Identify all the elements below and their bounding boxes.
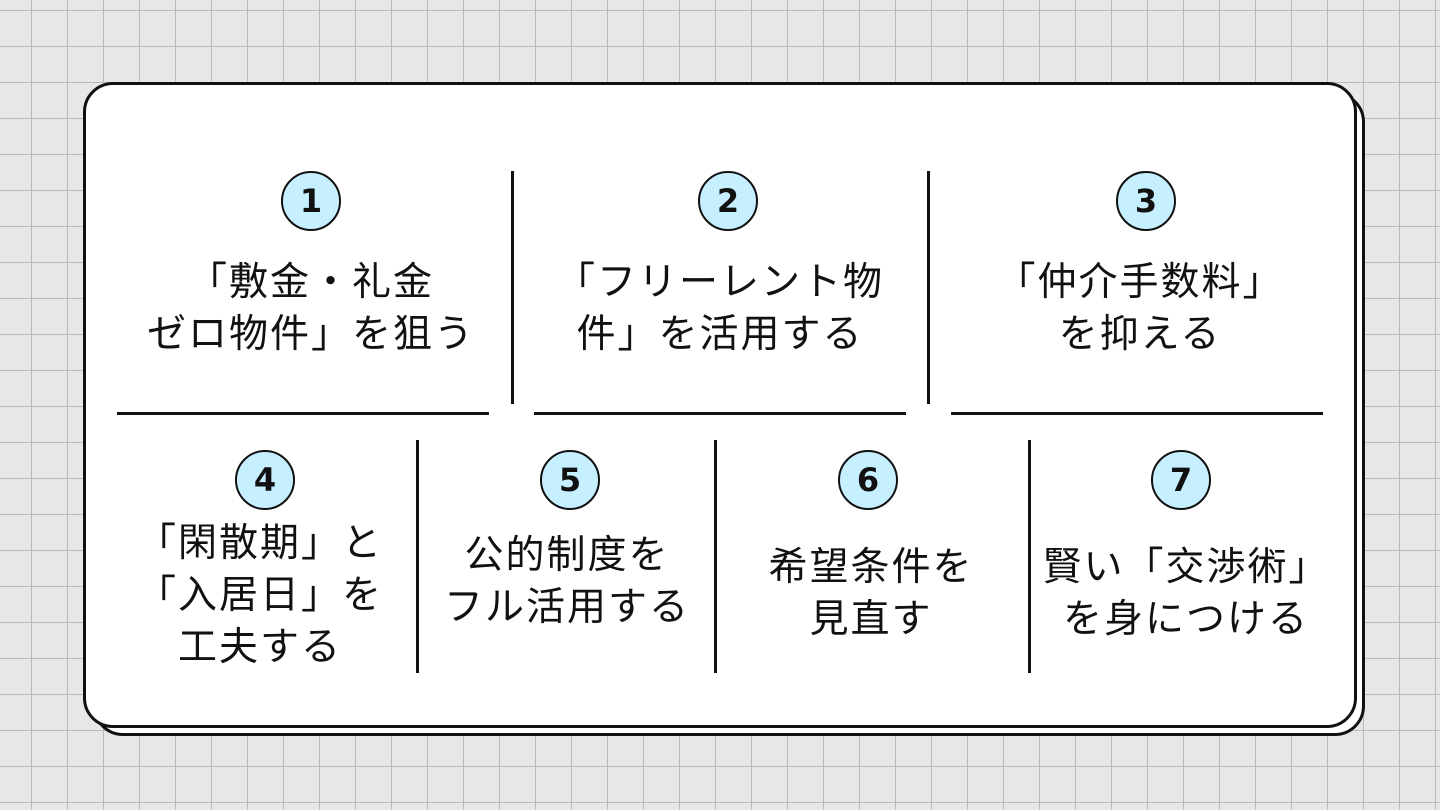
separator-3 <box>951 412 1323 415</box>
number-badge-5: 5 <box>540 450 600 510</box>
divider-top-1 <box>511 171 514 404</box>
divider-bottom-3 <box>1028 440 1031 673</box>
separator-1 <box>117 412 489 415</box>
number-badge-6: 6 <box>838 450 898 510</box>
item-label-1: 「敷金・礼金 ゼロ物件」を狙う <box>146 260 475 357</box>
item-label-6: 希望条件を 見直す <box>768 545 974 642</box>
number-badge-4: 4 <box>235 450 295 510</box>
separator-2 <box>534 412 906 415</box>
item-label-2: 「フリーレント物 件」を活用する <box>555 260 884 357</box>
item-label-4: 「閑散期」と 「入居日」を 工夫する <box>136 521 383 670</box>
item-label-5: 公的制度を フル活用する <box>443 533 690 630</box>
divider-top-2 <box>927 171 930 404</box>
number-badge-2: 2 <box>698 171 758 231</box>
divider-bottom-1 <box>416 440 419 673</box>
number-badge-7: 7 <box>1151 450 1211 510</box>
item-label-7: 賢い「交渉術」 を身につける <box>1042 545 1330 642</box>
number-badge-3: 3 <box>1116 171 1176 231</box>
number-badge-1: 1 <box>281 171 341 231</box>
divider-bottom-2 <box>714 440 717 673</box>
item-label-3: 「仲介手数料」 を抑える <box>996 260 1284 357</box>
